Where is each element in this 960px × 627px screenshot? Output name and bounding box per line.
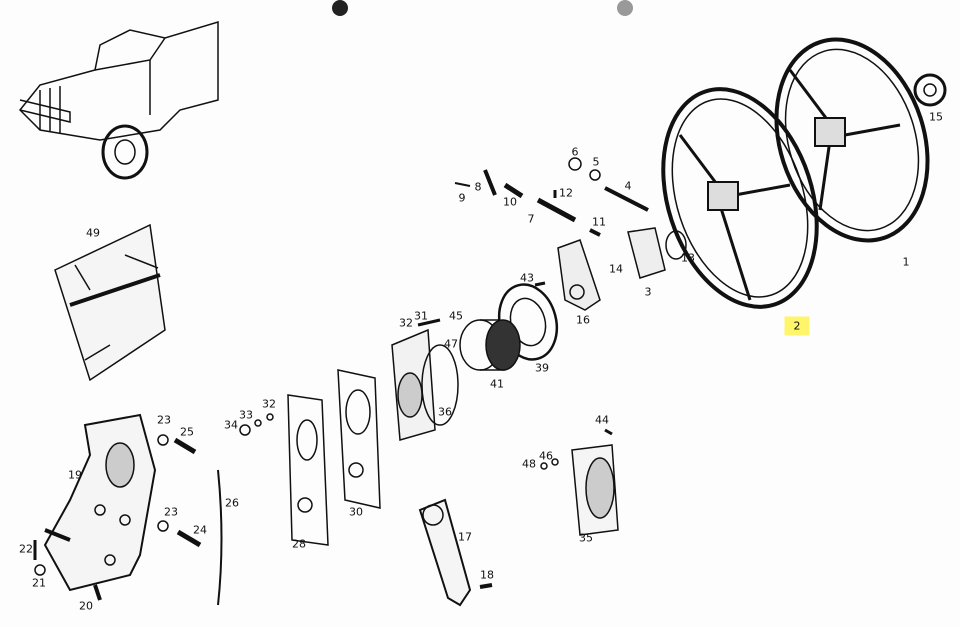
part-label: 48 [522, 457, 536, 471]
part-label: 43 [520, 271, 534, 285]
part-label: 6 [571, 145, 579, 159]
part-label: 4 [624, 179, 632, 193]
part-label: 3 [644, 285, 652, 299]
part-label: 23 [157, 413, 171, 427]
part-label: 18 [480, 568, 494, 582]
part-label: 11 [592, 215, 606, 229]
part-label: 20 [79, 599, 93, 613]
part-label: 32 [399, 316, 413, 330]
part-label: 45 [449, 309, 463, 323]
part-label: 12 [559, 186, 573, 200]
part-label: 35 [579, 531, 593, 545]
part-label: 7 [527, 212, 535, 226]
horn-button [913, 73, 947, 107]
part-label: 46 [539, 449, 553, 463]
steering-wheel-1 [774, 37, 930, 243]
part-label: 41 [490, 377, 504, 391]
part-label: 26 [225, 496, 239, 510]
part-label: 31 [414, 309, 428, 323]
part-label: 30 [349, 505, 363, 519]
part-label: 28 [292, 537, 306, 551]
truck-illustration [18, 20, 219, 180]
shaft-4 [604, 186, 649, 212]
part-label: 44 [595, 413, 609, 427]
part-label: 24 [193, 523, 207, 537]
part-label: 16 [576, 313, 590, 327]
part-label: 39 [535, 361, 549, 375]
part-label: 14 [609, 262, 623, 276]
punch-hole [332, 0, 348, 16]
part-label: 15 [929, 110, 943, 124]
part-label: 25 [180, 425, 194, 439]
part-label: 49 [86, 226, 100, 240]
part-label: 47 [444, 337, 458, 351]
part-label: 23 [164, 505, 178, 519]
part-label: 5 [592, 155, 600, 169]
part-label: 32 [262, 397, 276, 411]
part-label-highlighted[interactable]: 2 [784, 316, 810, 336]
part-label: 36 [438, 405, 452, 419]
part-label: 22 [19, 542, 33, 556]
steering-wheel-2 [661, 87, 819, 309]
part-label: 10 [503, 195, 517, 209]
part-label: 19 [68, 468, 82, 482]
part-label: 1 [902, 255, 910, 269]
part-label: 8 [474, 180, 482, 194]
part-label: 13 [681, 251, 695, 265]
part-label: 33 [239, 408, 253, 422]
part-label: 17 [458, 530, 472, 544]
part-label: 34 [224, 418, 238, 432]
part-label: 9 [458, 191, 466, 205]
punch-hole [617, 0, 633, 16]
part-label: 21 [32, 576, 46, 590]
